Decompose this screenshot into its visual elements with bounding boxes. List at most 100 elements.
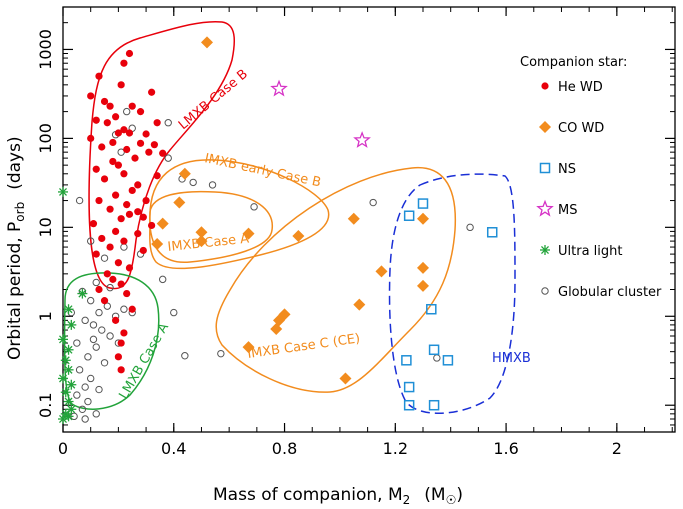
point-co-wd [417,279,429,292]
point-he-wd [125,210,134,218]
legend-title: Companion star: [520,55,627,70]
point-globular-cluster [95,308,103,317]
point-ultra-light [63,364,74,375]
point-globular-cluster [92,410,100,418]
point-he-wd [139,213,147,221]
point-ns [417,198,429,209]
y-tick-label: 10 [36,217,55,237]
point-he-wd [95,72,103,80]
y-axis-title-unit: (days) [5,136,25,189]
point-he-wd [120,170,128,178]
legend-label-ns: NS [558,162,576,177]
point-he-wd [106,205,114,213]
point-ultra-light [58,186,68,197]
point-he-wd [142,130,150,138]
point-globular-cluster [120,305,128,313]
legend-label-he-wd: He WD [558,80,603,95]
point-he-wd [134,230,142,238]
point-globular-cluster [433,354,441,362]
x-axis-title-sub: 2 [403,493,411,507]
x-tick-label: 0 [58,439,68,458]
x-axis-title-unit: (M [424,485,445,505]
point-ns [428,399,440,411]
region-label-imxb-early-case-b: IMXB early Case B [203,151,322,190]
point-he-wd [103,119,111,127]
point-ms [270,79,288,97]
point-ultra-light-stroke [59,187,67,196]
point-co-wd [195,226,208,239]
point-ultra-light-stroke [64,397,73,406]
point-ns [426,303,437,315]
point-he-wd [114,161,122,169]
point-globular-cluster [81,415,89,423]
point-he-wd [112,113,120,121]
region-label-lmxb-case-b: LMXB Case B [176,67,251,133]
point-globular-cluster [92,343,100,351]
point-globular-cluster [103,302,112,310]
point-he-wd [103,270,111,278]
point-he-wd [112,227,120,236]
point-co-wd [151,237,164,250]
legend-marker-globular-cluster [541,287,549,295]
point-he-wd [114,353,122,361]
point-globular-cluster [84,353,92,361]
point-he-wd [100,97,109,106]
point-globular-cluster [75,196,84,205]
x-tick-label: 2 [612,439,622,458]
point-he-wd [125,49,134,58]
x-axis-title: Mass of companion, M2(M☉) [213,485,463,507]
point-he-wd [159,149,167,157]
region-hmxb [388,173,516,414]
point-globular-cluster [158,275,167,284]
point-ms [353,131,371,148]
point-co-wd [242,227,255,240]
point-ultra-light-stroke [61,356,70,365]
legend-marker-he-wd [541,82,549,90]
legend-label-ms: MS [558,203,577,218]
point-co-wd [178,167,191,180]
point-co-wd [242,341,255,354]
y-axis-title: Orbital period, Porb(days) [5,136,27,360]
point-he-wd [98,143,106,151]
point-ultra-light [58,334,68,345]
region-imxb-case-a [149,190,273,263]
point-ultra-light [63,344,74,355]
point-he-wd [131,154,139,162]
point-ns [403,381,415,393]
point-he-wd [150,141,158,149]
point-globular-cluster [98,326,106,334]
region-imxb-case-c [215,166,457,393]
point-globular-cluster [81,316,89,325]
point-he-wd [112,191,120,199]
x-axis-title-unit-close: ) [456,485,463,505]
point-he-wd [136,108,145,116]
point-globular-cluster [122,107,131,116]
point-he-wd [98,234,106,243]
point-he-wd [134,208,142,216]
point-ns [442,355,454,366]
point-he-wd [123,145,131,154]
legend-marker-co-wd [539,121,551,133]
point-co-wd [156,217,169,230]
point-he-wd [87,92,95,100]
region-imxb-early-case-b [149,159,330,270]
point-globular-cluster [369,198,377,207]
point-ultra-light-stroke [67,380,76,389]
y-axis-title-main: Orbital period, P [5,222,25,360]
point-he-wd [100,297,109,305]
point-he-wd [120,59,128,67]
point-he-wd [128,305,136,313]
point-globular-cluster [250,203,258,211]
x-tick-label: 0.8 [272,439,297,458]
point-globular-cluster [89,321,98,329]
point-ultra-light [58,414,68,425]
point-globular-cluster [106,283,114,292]
point-he-wd [114,129,122,137]
point-he-wd [114,259,122,267]
x-tick-label: 0.4 [161,439,186,458]
region-label-imxb-case-c: IMXB Case C (CE) [246,331,361,362]
point-he-wd [106,243,114,251]
point-ultra-light-stroke [64,305,73,314]
point-co-wd [347,212,360,225]
